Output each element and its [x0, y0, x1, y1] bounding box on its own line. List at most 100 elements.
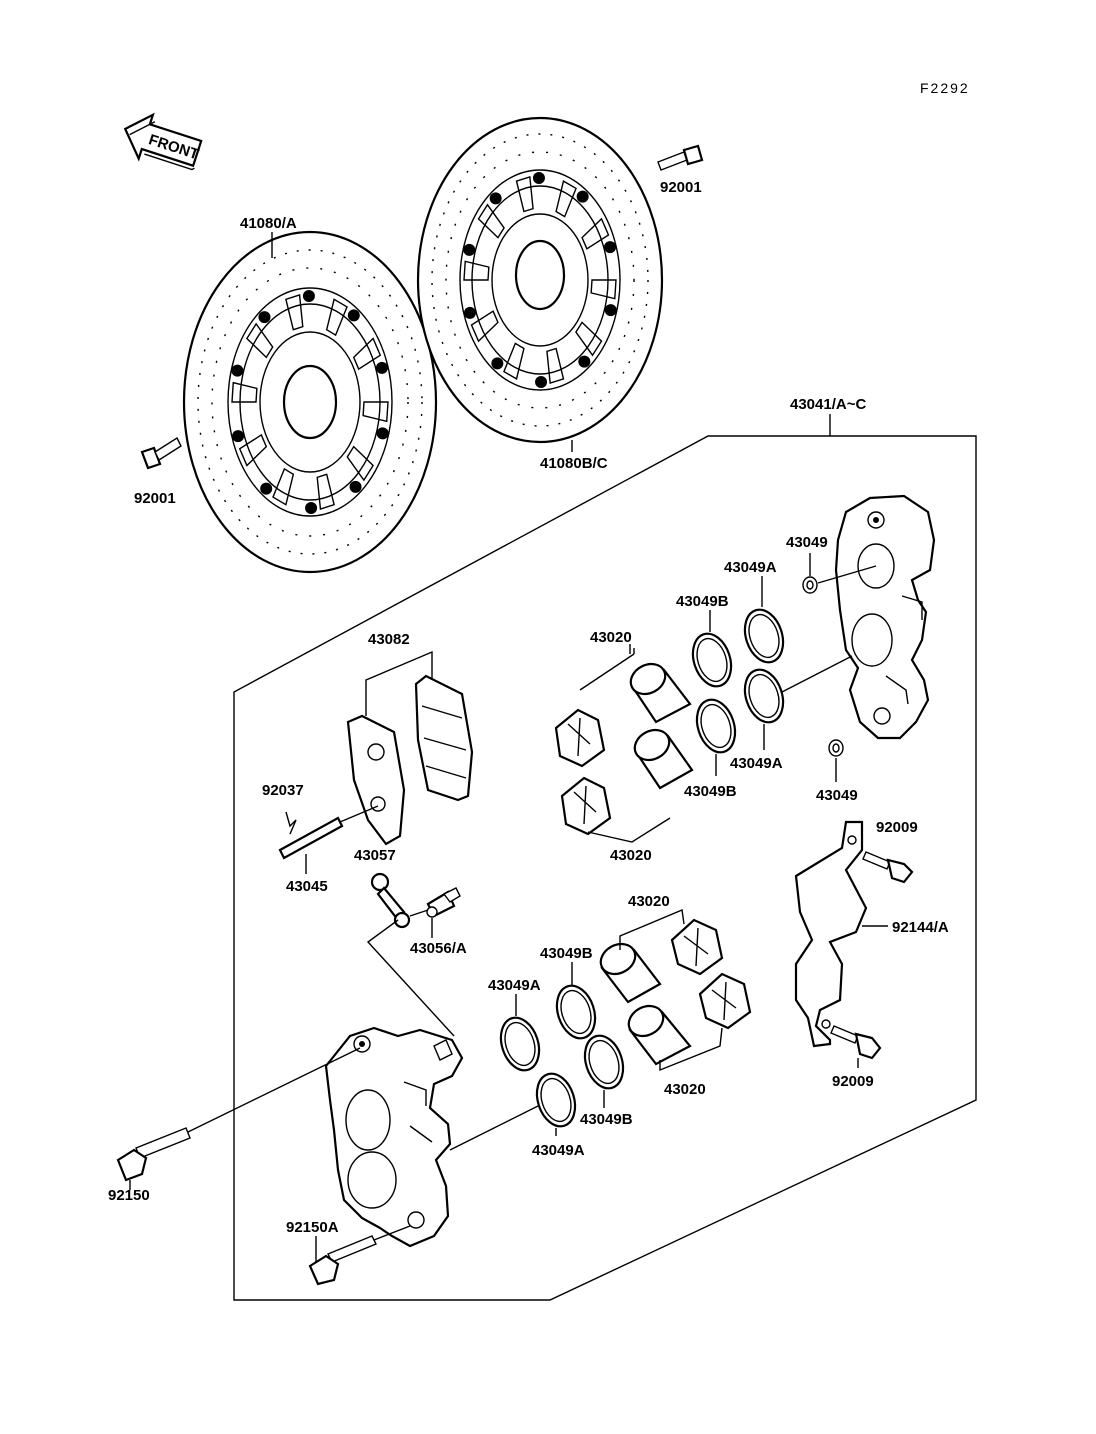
piston-lower-2 [627, 1004, 692, 1066]
piston-upper-1 [629, 662, 692, 724]
label-bolt-left: 92001 [134, 490, 176, 507]
caliper-body-outer [834, 494, 936, 740]
label-caliper-assy: 43041/A~C [790, 396, 866, 413]
disc-bolt-top [657, 144, 704, 171]
disc-spoke [546, 347, 565, 384]
disc-bobbin [305, 501, 318, 514]
label-piston-upper-bottom: 43020 [610, 847, 652, 864]
label-seal-lower-b2: 43049B [580, 1111, 633, 1128]
disc-bobbin [532, 172, 545, 185]
brake-pad-friction [414, 674, 474, 802]
label-piston-lower-top: 43020 [628, 893, 670, 910]
label-cover: 92144/A [892, 919, 949, 936]
label-mount-bolt-a: 92150A [286, 1219, 339, 1236]
cover-bolt-top [862, 851, 914, 884]
seal-ring-b-upper-2 [695, 698, 737, 754]
label-seal-lower-b1: 43049B [540, 945, 593, 962]
disc-spoke [346, 445, 374, 482]
disc-bobbin [347, 309, 360, 322]
piston-lower-1 [599, 942, 662, 1004]
disc-bobbin [260, 482, 273, 495]
disc-spoke [352, 337, 382, 371]
piston-cup-lower-1 [670, 918, 724, 976]
disc-bobbin [489, 192, 502, 205]
disc-bobbin [349, 480, 362, 493]
disc-spoke [463, 260, 490, 281]
label-pin: 43045 [286, 878, 328, 895]
label-seal-lower-a2: 43049A [532, 1142, 585, 1159]
disc-spoke [272, 467, 295, 506]
seal-ring-b-lower-2 [583, 1034, 625, 1090]
label-seal-upper-bottom: 43049 [816, 787, 858, 804]
caliper-cover [794, 820, 868, 1048]
front-arrow-icon: FRONT [123, 112, 203, 171]
mount-bolt-long [116, 1127, 191, 1182]
label-clip: 92037 [262, 782, 304, 799]
cover-bolt-bottom [830, 1025, 882, 1060]
disc-spoke [316, 473, 335, 510]
disc-spoke [285, 294, 304, 331]
piston-cup-upper-1 [554, 708, 606, 768]
label-bolt-cover-bottom: 92009 [832, 1073, 874, 1090]
disc-bobbin [258, 311, 271, 324]
label-seal-upper-b2: 43049B [684, 783, 737, 800]
label-mount-bolt: 92150 [108, 1187, 150, 1204]
brake-disc-left [182, 230, 438, 574]
disc-spoke [503, 342, 525, 380]
piston-upper-2 [633, 728, 694, 790]
seal-ring-a-lower-2 [535, 1072, 577, 1128]
disc-bobbin [604, 304, 617, 317]
disc-bolt-left [140, 436, 182, 470]
pad-pin [278, 816, 344, 860]
disc-bobbin [578, 355, 591, 368]
seal-ring-a-upper-2 [743, 668, 785, 724]
disc-bobbin [375, 361, 388, 374]
label-seal-upper-b1: 43049B [676, 593, 729, 610]
brake-pad-backplate [346, 714, 406, 846]
seal-ring-b-upper-1 [691, 632, 733, 688]
disc-bobbin [463, 306, 476, 319]
piston-cup-lower-2 [698, 972, 752, 1030]
disc-bobbin [576, 190, 589, 203]
disc-spoke [575, 321, 603, 357]
pad-clip [285, 811, 297, 835]
mount-bolt-short [308, 1235, 377, 1286]
label-piston-lower-bottom: 43020 [664, 1081, 706, 1098]
sheet-code: F2292 [920, 80, 970, 96]
label-piston-upper-top: 43020 [590, 629, 632, 646]
brake-disc-right [416, 116, 664, 444]
disc-bobbin [463, 243, 476, 256]
seal-ring-a-upper-1 [743, 608, 785, 664]
disc-bobbin [535, 375, 548, 388]
disc-spoke [238, 433, 268, 467]
label-bleeder: 43056/A [410, 940, 467, 957]
bleeder-valve [426, 887, 461, 918]
disc-bobbin [232, 430, 245, 443]
label-spring: 43057 [354, 847, 396, 864]
seal-43049-top [802, 576, 818, 594]
disc-spoke [515, 176, 534, 213]
seal-ring-b-lower-1 [555, 984, 597, 1040]
disc-bobbin [376, 427, 389, 440]
label-bolt-top: 92001 [660, 179, 702, 196]
piston-cup-upper-2 [560, 776, 612, 836]
label-seal-lower-a1: 43049A [488, 977, 541, 994]
disc-spoke [555, 180, 577, 218]
disc-spoke [325, 298, 348, 337]
disc-spoke [590, 279, 617, 300]
disc-spoke [581, 217, 610, 250]
label-pad: 43082 [368, 631, 410, 648]
disc-bobbin [231, 364, 244, 377]
pad-spring [370, 872, 411, 929]
disc-spoke [477, 203, 505, 239]
label-seal-upper-top: 43049 [786, 534, 828, 551]
disc-spoke [231, 381, 258, 403]
label-disc-right: 41080B/C [540, 455, 608, 472]
caliper-body-inner [324, 1026, 464, 1248]
disc-bobbin [491, 357, 504, 370]
disc-bobbin [302, 290, 315, 303]
seal-43049-bottom [828, 739, 844, 757]
disc-bobbin [604, 241, 617, 254]
label-seal-upper-a2: 43049A [730, 755, 783, 772]
